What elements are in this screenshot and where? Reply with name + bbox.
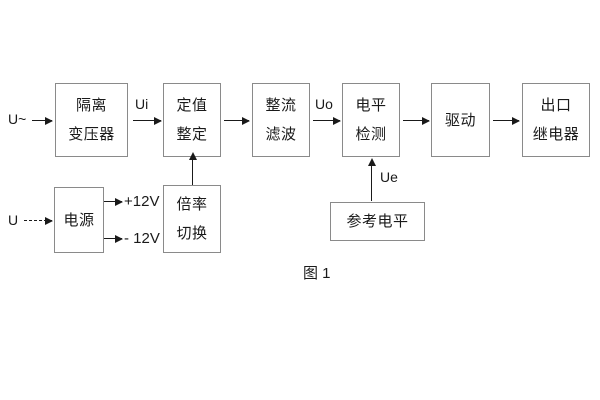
block-setpoint-line1: 定值	[176, 97, 208, 114]
signal-uo-label: Uo	[315, 96, 333, 112]
block-rectify-filter: 整流 滤波	[252, 83, 310, 157]
arrow-rail-negative	[104, 234, 123, 243]
arrow-multiplier-switch-to-setpoint	[188, 152, 197, 185]
block-power-supply: 电源	[54, 187, 104, 253]
arrow-input-ac-to-isolation	[32, 116, 53, 125]
arrow-reference-level-to-level-detect	[367, 158, 376, 201]
arrow-isolation-to-setpoint	[133, 116, 162, 125]
arrow-drive-to-output-relay	[493, 116, 520, 125]
block-drive-line1: 驱动	[444, 111, 476, 129]
block-rectify-filter-line2: 滤波	[265, 126, 297, 143]
block-output-relay-line1: 出口	[540, 97, 572, 114]
block-isolation-transformer-line2: 变压器	[68, 126, 115, 143]
block-output-relay-line2: 继电器	[532, 126, 580, 143]
block-setpoint-line2: 整定	[176, 126, 208, 143]
arrow-input-dc-to-power-supply	[24, 217, 53, 225]
figure-caption: 图 1	[303, 265, 331, 282]
block-rectify-filter-line1: 整流	[265, 97, 297, 114]
rail-negative-label: - 12V	[124, 230, 160, 247]
block-level-detect-line2: 检测	[355, 126, 387, 143]
block-reference-level: 参考电平	[330, 202, 425, 241]
block-multiplier-switch-line1: 倍率	[176, 196, 208, 213]
block-output-relay: 出口 继电器	[522, 83, 590, 157]
input-dc-label: U	[8, 212, 19, 228]
block-setpoint: 定值 整定	[163, 83, 221, 157]
block-multiplier-switch: 倍率 切换	[163, 185, 221, 253]
block-isolation-transformer: 隔离 变压器	[55, 83, 128, 157]
block-level-detect: 电平 检测	[342, 83, 400, 157]
signal-ue-label: Ue	[380, 169, 398, 185]
rail-positive-label: +12V	[124, 193, 160, 210]
arrow-rectify-to-level-detect	[313, 116, 341, 125]
arrow-rail-positive	[104, 197, 123, 206]
block-reference-level-line1: 参考电平	[346, 213, 409, 230]
signal-ui-label: Ui	[135, 96, 149, 112]
arrow-setpoint-to-rectify	[224, 116, 250, 125]
block-isolation-transformer-line1: 隔离	[75, 97, 107, 114]
arrow-level-detect-to-drive	[403, 116, 430, 125]
input-ac-label: U~	[8, 111, 27, 127]
block-multiplier-switch-line2: 切换	[176, 225, 208, 242]
block-drive: 驱动	[431, 83, 490, 157]
block-power-supply-line1: 电源	[63, 211, 95, 229]
block-level-detect-line1: 电平	[355, 97, 387, 114]
